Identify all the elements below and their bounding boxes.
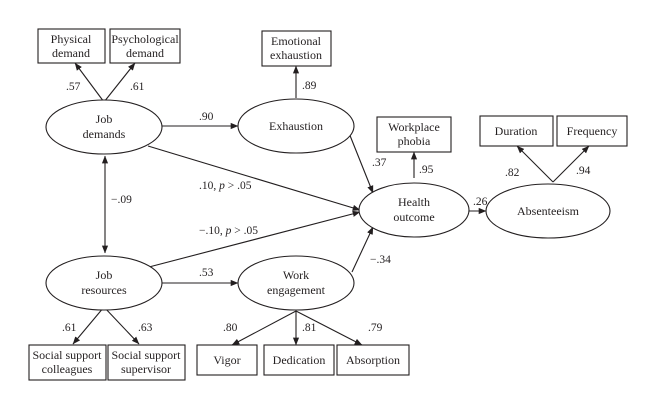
edge-jr-colleagues (72, 306, 105, 345)
node-social-support-colleagues: Social support colleagues (28, 344, 107, 381)
node-label: Job (96, 268, 113, 282)
edge-label-absenteeism-frequency: .94 (576, 165, 591, 177)
node-label: supervisor (121, 362, 171, 376)
node-dedication: Dedication (263, 344, 335, 376)
edge-label-engagement-health: −.34 (370, 254, 391, 266)
edge-label-exhaustion-health: .37 (372, 157, 387, 169)
edge-label-engagement-dedication: .81 (302, 322, 317, 334)
nodes: Physical demand Psychological demand Job… (28, 28, 628, 381)
node-label: demand (126, 46, 164, 60)
node-work-engagement: Work engagement (237, 255, 355, 311)
edge-jd-psychological (103, 62, 136, 103)
edge-label-health-absenteeism: .26 (473, 196, 488, 208)
edge-label-jd-jr: −.09 (111, 194, 132, 206)
edge-label-engagement-vigor: .80 (223, 322, 238, 334)
edge-jd-health (147, 145, 361, 211)
node-label: Dedication (273, 353, 326, 367)
edge-label-jd-health: .10, p > .05 (199, 180, 252, 192)
edge-label-jr-health: −.10, p > .05 (199, 225, 258, 237)
node-physical-demand: Physical demand (37, 28, 106, 64)
node-exhaustion: Exhaustion (237, 98, 355, 154)
node-label: exhaustion (270, 48, 322, 62)
edges (72, 62, 590, 346)
node-duration: Duration (479, 115, 554, 147)
edge-label-jr-engagement: .53 (199, 267, 214, 279)
node-label: outcome (393, 210, 434, 224)
node-label: Absenteeism (517, 204, 580, 218)
node-psychological-demand: Psychological demand (109, 28, 181, 64)
node-label: Health (398, 195, 430, 209)
edge-label-jr-colleagues: .61 (62, 322, 77, 334)
edge-label-jr-supervisor: .63 (138, 322, 153, 334)
node-absenteeism: Absenteeism (485, 183, 611, 239)
edge-label-health-phobia: .95 (419, 164, 434, 176)
edge-engagement-vigor (231, 310, 297, 346)
node-absorption: Absorption (336, 344, 410, 376)
node-label: demand (52, 46, 90, 60)
node-label: resources (81, 283, 127, 297)
node-frequency: Frequency (556, 115, 628, 147)
edge-label-jd-exhaustion: .90 (199, 111, 214, 123)
node-label: Absorption (346, 353, 400, 367)
node-label: Psychological (111, 32, 179, 46)
edge-jr-supervisor (103, 306, 140, 345)
edge-label-jd-physical: .57 (66, 81, 81, 93)
node-job-demands: Job demands (45, 99, 163, 155)
edge-labels: .57 .61 .90 .89 .37 .95 .10, p > .05 −.0… (62, 80, 591, 334)
node-job-resources: Job resources (45, 255, 163, 311)
edge-absenteeism-duration (516, 145, 554, 183)
node-label: colleagues (42, 362, 93, 376)
node-label: Work (283, 268, 309, 282)
node-emotional-exhaustion: Emotional exhaustion (261, 30, 332, 67)
node-label: Job (96, 112, 113, 126)
edge-label-jd-psychological: .61 (130, 81, 145, 93)
node-label: Emotional (271, 34, 322, 48)
edge-jr-health (148, 210, 361, 268)
node-label: demands (83, 127, 126, 141)
node-label: Frequency (567, 124, 618, 138)
node-label: Social support (33, 348, 103, 362)
edge-engagement-health (351, 226, 374, 273)
node-label: phobia (398, 134, 431, 148)
node-label: Exhaustion (269, 119, 323, 133)
edge-engagement-absorption (295, 310, 363, 346)
edge-label-engagement-absorption: .79 (368, 322, 383, 334)
node-social-support-supervisor: Social support supervisor (107, 344, 186, 381)
node-health-outcome: Health outcome (358, 182, 470, 238)
edge-absenteeism-frequency (552, 145, 590, 183)
node-label: Vigor (213, 353, 240, 367)
node-label: engagement (267, 283, 326, 297)
edge-jd-physical (74, 62, 105, 103)
node-label: Duration (495, 124, 538, 138)
node-label: Workplace (388, 120, 440, 134)
node-vigor: Vigor (196, 344, 258, 376)
node-label: Social support (112, 348, 182, 362)
node-label: Physical (51, 32, 92, 46)
edge-exhaustion-health (348, 132, 374, 194)
edge-label-absenteeism-duration: .82 (505, 167, 520, 179)
node-workplace-phobia: Workplace phobia (376, 116, 452, 153)
edge-label-exhaustion-emotional: .89 (302, 80, 317, 92)
